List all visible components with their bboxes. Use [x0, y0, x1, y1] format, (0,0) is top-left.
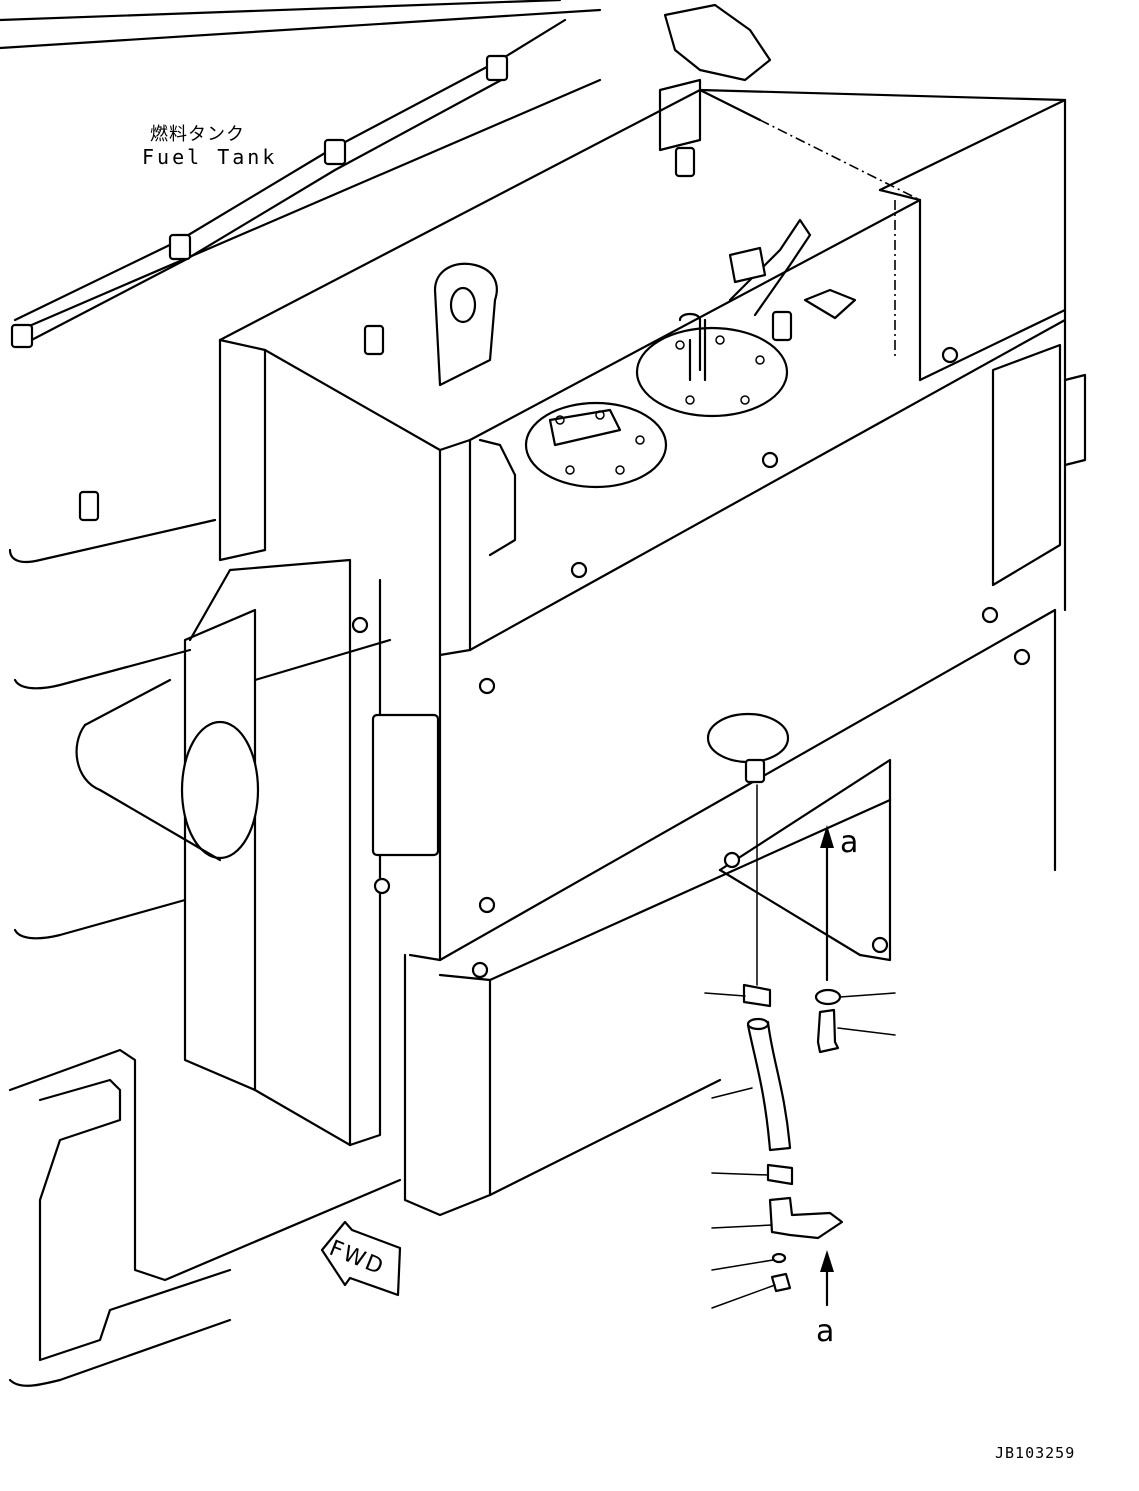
bolts — [78, 146, 1031, 979]
leader-lines — [704, 992, 896, 1309]
top-filler — [658, 3, 772, 152]
view-arrow-label-top: a — [840, 825, 859, 860]
fuel-tank-label-jp: 燃料タンク — [150, 124, 245, 145]
fuel-line — [10, 18, 567, 349]
center-lines — [439, 119, 921, 650]
machine-body-outline — [0, 0, 602, 1387]
fuel-sender-units — [478, 218, 857, 557]
lifting-eye — [433, 262, 498, 387]
fwd-marker — [320, 1220, 402, 1297]
filter-housing — [75, 558, 440, 1147]
drawing-code: JB103259 — [995, 1444, 1076, 1462]
exploded-drain-parts — [742, 983, 844, 1293]
fuel-tank-label-en: Fuel Tank — [142, 145, 278, 169]
view-arrows — [820, 825, 834, 1307]
drain-cap — [706, 712, 790, 986]
fuel-tank-body — [218, 88, 1087, 1217]
view-arrow-label-bottom: a — [816, 1314, 835, 1349]
